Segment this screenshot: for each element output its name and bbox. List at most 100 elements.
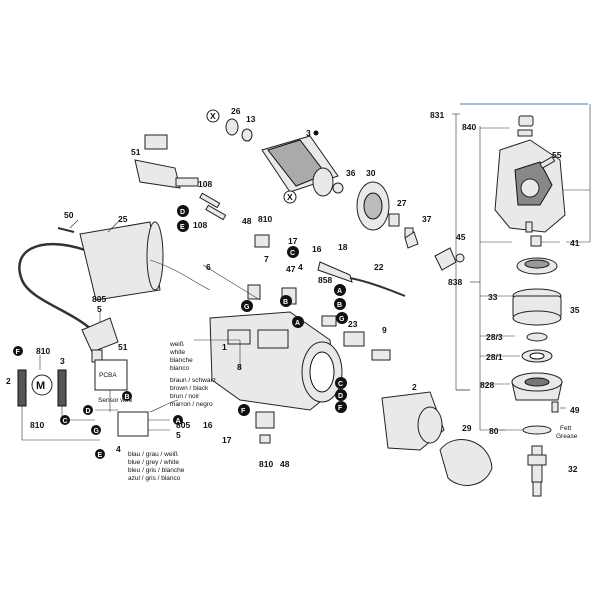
svg-text:blau / grau / weiß: blau / grau / weiß (128, 451, 178, 458)
fan-30 (356, 181, 390, 231)
svg-text:bleu / gris / blanche: bleu / gris / blanche (128, 467, 185, 474)
label-810-wiring-a: 810 (36, 346, 50, 356)
label-80: 80 (489, 426, 499, 436)
label-858: 858 (318, 275, 332, 285)
svg-text:blue / grey / white: blue / grey / white (128, 459, 179, 466)
label-810-wiring-b: 810 (30, 420, 44, 430)
svg-text:X: X (210, 111, 216, 121)
svg-text:G: G (94, 428, 100, 435)
label-55: 55 (552, 150, 562, 160)
color-legend-top: weiß white blanche blanco (169, 341, 193, 372)
wiring-letter-g: G (91, 425, 101, 435)
label-47: 47 (286, 264, 296, 274)
svg-text:X: X (287, 192, 293, 202)
svg-text:azul / gris / blanco: azul / gris / blanco (128, 475, 181, 482)
label-36: 36 (346, 168, 356, 178)
svg-text:weiß: weiß (169, 341, 184, 348)
svg-text:E: E (98, 452, 103, 459)
circle-letter-e: E (177, 220, 189, 232)
circle-letter-c-2: C (335, 377, 347, 389)
svg-text:A: A (337, 288, 342, 295)
svg-text:marron / negro: marron / negro (170, 401, 213, 408)
label-13: 13 (246, 114, 256, 124)
motor-housing (209, 311, 343, 411)
brush-holder-810 (254, 234, 270, 248)
svg-text:D: D (338, 393, 343, 400)
wiring-letter-b: B (122, 391, 132, 401)
wiring-letter-a: A (173, 415, 183, 425)
label-27: 27 (397, 198, 407, 208)
label-48-bottom: 48 (280, 459, 290, 469)
circle-letter-d: D (177, 205, 189, 217)
label-838: 838 (448, 277, 462, 287)
circle-letter-g-2: G (336, 312, 348, 324)
svg-text:A: A (176, 418, 181, 425)
label-33: 33 (488, 292, 498, 302)
label-51-wiring: 51 (118, 342, 128, 352)
bullet-dot (313, 130, 319, 136)
svg-text:blanco: blanco (170, 365, 190, 372)
label-9: 9 (382, 325, 387, 335)
svg-text:braun / schwarz: braun / schwarz (170, 377, 216, 384)
color-legend-bottom: blau / grau / weiß blue / grey / white b… (128, 451, 185, 482)
brush-108a (199, 192, 221, 209)
svg-text:A: A (295, 320, 300, 327)
label-50: 50 (64, 210, 74, 220)
motor-symbol: M (36, 380, 45, 392)
label-840: 840 (462, 122, 476, 132)
part-858 (321, 315, 337, 327)
label-grease: Grease (556, 433, 578, 440)
label-2-wiring: 2 (6, 376, 11, 386)
label-4: 4 (298, 262, 303, 272)
svg-text:F: F (16, 349, 21, 356)
circle-letter-d-2: D (335, 389, 347, 401)
label-29: 29 (462, 423, 472, 433)
label-828: 828 (480, 380, 494, 390)
brush-lower (255, 411, 275, 429)
svg-text:B: B (337, 302, 342, 309)
part-23 (343, 331, 365, 347)
circle-letter-a-2: A (334, 284, 346, 296)
part-36 (404, 231, 419, 249)
label-108-a: 108 (198, 179, 212, 189)
svg-text:F: F (241, 408, 246, 415)
svg-text:brown / black: brown / black (170, 385, 209, 392)
bearing-27 (388, 213, 400, 227)
label-5-wiring: 5 (176, 430, 181, 440)
label-41: 41 (570, 238, 580, 248)
label-108-b: 108 (193, 220, 207, 230)
circle-letter-b-1: B (280, 295, 292, 307)
svg-text:B: B (283, 299, 288, 306)
part-7 (247, 284, 261, 300)
label-16-top: 16 (312, 244, 322, 254)
label-5-top: 5 (97, 304, 102, 314)
label-810-top: 810 (258, 214, 272, 224)
circle-letter-b-2: B (334, 298, 346, 310)
label-805-top: 805 (92, 294, 106, 304)
wiring-letter-f: F (13, 346, 23, 356)
label-18: 18 (338, 242, 348, 252)
armature (225, 118, 344, 197)
label-49: 49 (570, 405, 580, 415)
label-28-3: 28/3 (486, 332, 503, 342)
circle-letter-x-1: X (206, 109, 220, 123)
label-1: 1 (222, 342, 227, 352)
wiring-letter-d: D (83, 405, 93, 415)
svg-text:G: G (244, 304, 250, 311)
label-30: 30 (366, 168, 376, 178)
label-805-wiring: 805 (176, 420, 190, 430)
label-4-wiring: 4 (116, 444, 121, 454)
svg-text:E: E (180, 224, 185, 231)
part-9 (371, 349, 391, 361)
label-23: 23 (348, 319, 358, 329)
label-26: 26 (231, 106, 241, 116)
guard-29 (439, 439, 493, 486)
brush-spring (259, 434, 271, 444)
wiring-letter-c: C (60, 415, 70, 425)
label-17-top: 17 (288, 236, 298, 246)
circle-letter-g-1: G (241, 300, 253, 312)
wiring-letter-e: E (95, 449, 105, 459)
label-fett: Fett (560, 425, 571, 432)
label-7: 7 (264, 254, 269, 264)
